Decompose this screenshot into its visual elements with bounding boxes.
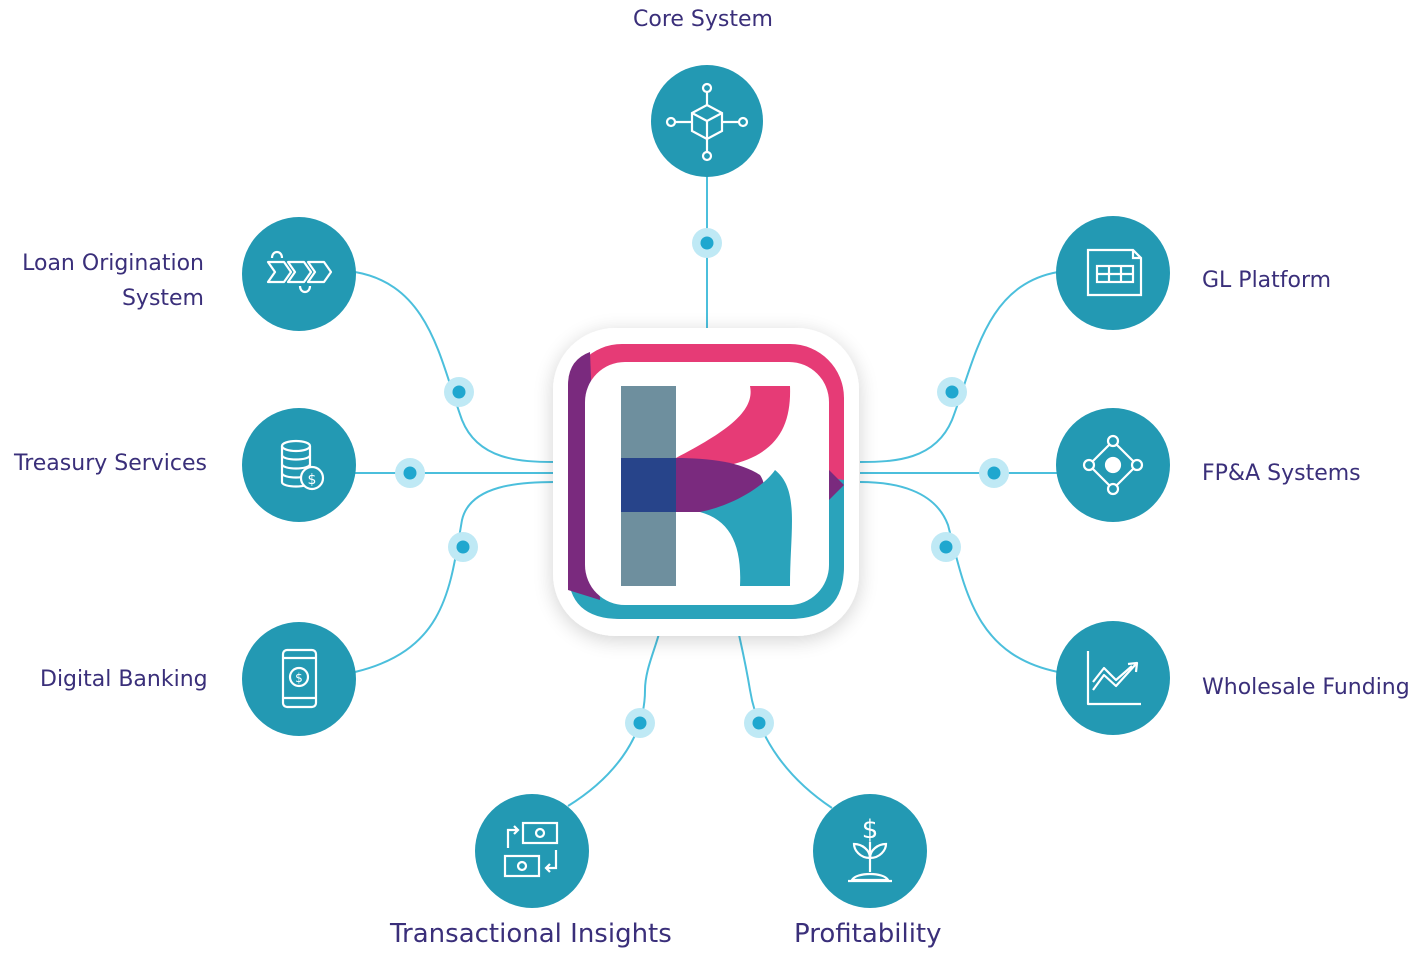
label-core-system: Core System xyxy=(633,7,773,32)
node-wholesale-funding xyxy=(1056,621,1170,735)
label-gl-platform: GL Platform xyxy=(1202,268,1332,293)
node-fpa-systems xyxy=(1056,408,1170,522)
diamond-nodes-icon xyxy=(1082,434,1144,496)
label-loan-origination-line2: System xyxy=(121,286,204,311)
connector-dots xyxy=(395,228,1009,738)
connector-dot-profitability xyxy=(744,708,774,738)
connector-dot-digital xyxy=(448,532,478,562)
k-brand-logo-icon xyxy=(553,328,859,636)
label-fpa-systems: FP&A Systems xyxy=(1202,461,1361,486)
money-exchange-icon xyxy=(503,821,559,878)
node-gl-platform xyxy=(1056,216,1170,330)
label-transactional-insights: Transactional Insights xyxy=(390,919,672,949)
node-treasury-services: $ xyxy=(242,408,356,522)
dollar-plant-icon: $ xyxy=(848,815,892,883)
connector-dot-transactional xyxy=(625,708,655,738)
connector-wholesale-funding xyxy=(859,481,1059,673)
connector-gl-platform xyxy=(859,271,1059,463)
connectors xyxy=(354,176,1059,809)
node-transactional-insights xyxy=(475,794,589,908)
mobile-dollar-icon: $ xyxy=(281,648,318,709)
label-treasury-services: Treasury Services xyxy=(14,451,208,476)
connector-profitability xyxy=(737,629,833,809)
connector-dot-loan xyxy=(444,377,474,407)
node-profitability: $ xyxy=(813,794,927,908)
coin-stack-icon: $ xyxy=(280,439,325,491)
svg-text:$: $ xyxy=(308,472,317,488)
connector-transactional-insights xyxy=(567,629,661,807)
spreadsheet-icon xyxy=(1086,248,1143,297)
svg-text:$: $ xyxy=(862,815,879,845)
connector-dot-core xyxy=(692,228,722,258)
connector-loan-origination xyxy=(354,271,556,463)
svg-text:$: $ xyxy=(295,671,303,685)
node-digital-banking: $ xyxy=(242,622,356,736)
connector-dot-wholesale xyxy=(931,532,961,562)
nodes: $ $ xyxy=(242,65,1170,908)
connector-digital-banking xyxy=(354,481,556,673)
label-loan-origination-line1: Loan Origination xyxy=(22,251,204,276)
label-loan-origination: Loan Origination System xyxy=(0,246,204,316)
label-wholesale-funding: Wholesale Funding xyxy=(1202,675,1410,700)
process-arrows-icon xyxy=(266,250,333,294)
node-core-system xyxy=(651,65,763,177)
node-loan-origination xyxy=(242,217,356,331)
connector-dot-treasury xyxy=(395,458,425,488)
connector-dot-fpa xyxy=(979,458,1009,488)
network-cube-icon xyxy=(665,82,749,162)
label-digital-banking: Digital Banking xyxy=(40,667,208,692)
connector-dot-gl xyxy=(937,377,967,407)
trend-chart-icon xyxy=(1086,651,1141,706)
label-profitability: Profitability xyxy=(794,919,942,949)
